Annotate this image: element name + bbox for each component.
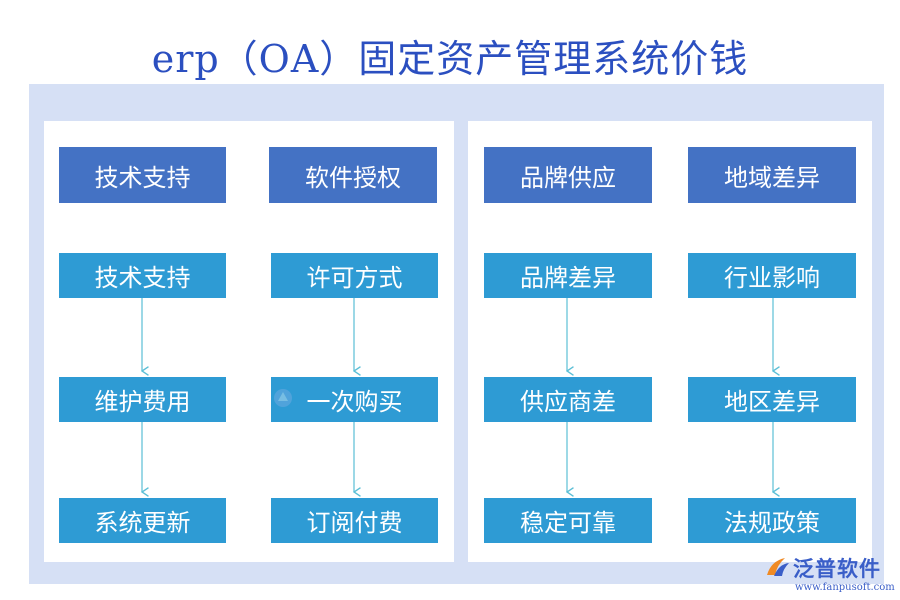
flow-box: 法规政策 xyxy=(688,498,856,543)
fanpu-logo-icon xyxy=(767,558,789,576)
flow-box: 订阅付费 xyxy=(271,498,438,543)
header-box: 品牌供应 xyxy=(484,147,652,203)
flow-box: 一次购买 xyxy=(271,377,438,422)
watermark-url: www.fanpusoft.com xyxy=(795,582,895,593)
flow-box: 系统更新 xyxy=(59,498,226,543)
flow-box: 供应商差 xyxy=(484,377,652,422)
flow-box: 稳定可靠 xyxy=(484,498,652,543)
flow-box: 许可方式 xyxy=(271,253,438,298)
header-box: 技术支持 xyxy=(59,147,226,203)
flow-box: 维护费用 xyxy=(59,377,226,422)
flow-box: 地区差异 xyxy=(688,377,856,422)
page-title: erp（OA）固定资产管理系统价钱 xyxy=(151,37,749,81)
faint-logo-icon xyxy=(274,389,292,407)
flow-box: 技术支持 xyxy=(59,253,226,298)
flow-box: 行业影响 xyxy=(688,253,856,298)
watermark-logo: 泛普软件 www.fanpusoft.com xyxy=(765,553,895,598)
header-box: 软件授权 xyxy=(269,147,437,203)
flow-box: 品牌差异 xyxy=(484,253,652,298)
header-box: 地域差异 xyxy=(688,147,856,203)
watermark-name: 泛普软件 xyxy=(793,557,881,581)
